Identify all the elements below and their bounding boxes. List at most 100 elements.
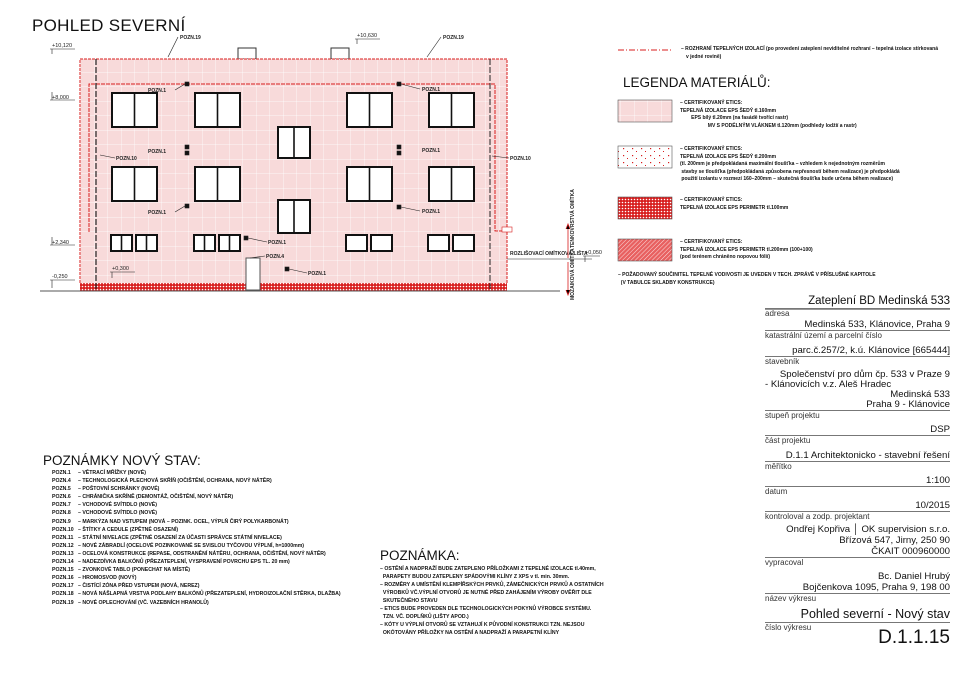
note-item: POZN.10– ŠTÍTKY A CEDULE (ZPĚTNÉ OSAZENÍ…	[52, 526, 341, 534]
legend-item: – CERTIFIKOVANÝ ETICS: TEPELNÁ IZOLACE E…	[680, 197, 789, 211]
field-label: kontroloval a zodp. projektant	[765, 512, 870, 521]
window	[370, 234, 393, 252]
note-item: POZN.19 – NOVÉ OPLECHOVÁNÍ (VČ. VAZEBNÍCH…	[52, 599, 341, 607]
insulation-boundary	[88, 83, 502, 232]
remark-line: TZN. VČ. DOPLŇKŮ (LIŠTY APOD.)	[380, 614, 469, 620]
stage: DSP	[765, 421, 950, 436]
note-item: POZN.8– VCHODOVÉ SVÍTIDLO (NOVÉ)	[52, 509, 341, 517]
page-title: POHLED SEVERNÍ	[32, 16, 186, 35]
window	[345, 234, 368, 252]
label-pozn1: POZN.1	[148, 149, 166, 155]
label-thin-plaster: TENKOVRSTVÁ OMÍTKA	[568, 189, 576, 248]
note-key: POZN.14	[52, 559, 74, 566]
remark-title: POZNÁMKA:	[380, 548, 460, 563]
date: 10/2015	[765, 497, 950, 512]
label-pozn1: POZN.1	[148, 88, 166, 94]
field-label: katastrální území a parcelní číslo	[765, 331, 882, 340]
note-text: – POŠTOVNÍ SCHRÁNKY (NOVÉ)	[78, 486, 160, 493]
label-pozn1: POZN.1	[148, 210, 166, 216]
note-text: – NOVÁ NÁŠLAPNÁ VRSTVA PODLAHY BALKÓNŮ (…	[78, 591, 341, 598]
note-item: POZN.6– CHRÁNIČKA SKŘÍNĚ (DEMONTÁŽ, OČIŠ…	[52, 493, 341, 501]
note-line: – ROZHRANÍ TEPELNÝCH IZOLACÍ (po provede…	[681, 46, 938, 52]
legend-footnote: – POŽADOVANÝ SOUČINITEL TEPELNÉ VODIVOST…	[618, 272, 876, 286]
investor-line: Praha 9 - Klánovice	[765, 400, 950, 411]
window	[427, 234, 450, 252]
checked-line: ČKAIT 000960000	[765, 546, 950, 558]
cadastre: parc.č.257/2, k.ú. Klánovice [665444]	[765, 341, 950, 357]
note-key: POZN.19	[52, 599, 74, 606]
remark-line: – ROZMĚRY A UMÍSTĚNÍ KLEMPÍŘSKÝCH PRVKŮ,…	[380, 582, 604, 588]
level-mark: +8,000	[52, 95, 69, 101]
remark-line: VÝROBKŮ VČ.VÝPLNÍ OTVORŮ JE NUTNÉ PŘED Z…	[380, 590, 592, 596]
checked-line: Ondřej Kopřiva │ OK supervision s.r.o.	[786, 524, 950, 535]
plinth	[80, 283, 507, 291]
note-key: POZN.10	[52, 526, 74, 533]
remark-list: – OSTĚNÍ A NADPRAŽÍ BUDE ZATEPLENO PŘÍLO…	[380, 565, 604, 637]
level-mark: -0,250	[52, 274, 68, 280]
remark-line: – ETICS BUDE PROVEDEN DLE TECHNOLOGICKÝC…	[380, 606, 592, 612]
label-split-strip: ROZLIŠOVACÍ OMÍTKOVÁ LIŠTA	[510, 249, 588, 257]
note-text: – VĚTRACÍ MŘÍŽKY (NOVÉ)	[78, 470, 146, 476]
note-key: POZN.17	[52, 583, 74, 590]
legend-item: – CERTIFIKOVANÝ ETICS: TEPELNÁ IZOLACE E…	[680, 100, 857, 129]
note-text: – ČISTÍCÍ ZÓNA PŘED VSTUPEM (NOVÁ, NEREZ…	[78, 583, 200, 590]
note-text: – VCHODOVÉ SVÍTIDLO (NOVÉ)	[78, 510, 157, 517]
chimney	[237, 47, 257, 60]
notes-list: POZN.1 – VĚTRACÍ MŘÍŽKY (NOVÉ) POZN.4 – TEC…	[52, 469, 341, 607]
legend-item: – CERTIFIKOVANÝ ETICS: TEPELNÁ IZOLACE E…	[680, 239, 813, 260]
note-text: – TECHNOLOGICKÁ PLECHOVÁ SKŘÍŇ (OČIŠTĚNÍ…	[78, 478, 272, 485]
field-label: vypracoval	[765, 558, 804, 567]
note-key: POZN.7	[52, 502, 71, 509]
level-mark: +10,120	[52, 43, 72, 49]
windows	[110, 92, 475, 252]
label-pozn4: POZN.4	[266, 254, 284, 260]
note-item: POZN.5 – POŠTOVNÍ SCHRÁNKY (NOVÉ)	[52, 485, 341, 493]
field-label: adresa	[765, 309, 790, 318]
scale: 1:100	[765, 472, 950, 487]
note-key: POZN.1	[52, 470, 71, 476]
investor-line: Společenství pro dům čp. 533 v Praze 9	[779, 369, 950, 380]
note-text: – HROMOSVOD (NOVÝ)	[78, 575, 137, 582]
investor-line: - Klánovicích v.z. Aleš Hradec	[765, 379, 892, 390]
legend-item: – CERTIFIKOVANÝ ETICS: TEPELNÁ IZOLACE E…	[680, 146, 900, 182]
level-mark: +0,050	[585, 250, 602, 256]
remark-line: OKÓTOVÁNY PŘÍLOŽKY NA OSTĚNÍ A NADPRAŽÍ …	[380, 630, 560, 636]
note-key: POZN.15	[52, 567, 74, 574]
label-mosaic-plaster: MOZAIKOVÁ OMÍTKA	[568, 248, 576, 300]
note-key: POZN.13	[52, 550, 74, 557]
note-key: POZN.4	[52, 478, 71, 485]
notes-title: POZNÁMKY NOVÝ STAV:	[43, 453, 201, 468]
project-name: Zateplení BD Medinská 533	[765, 294, 950, 309]
label-pozn10: POZN.10	[116, 156, 137, 162]
swatch-eps-perimeter-200	[617, 238, 673, 262]
note-item: POZN.13– OCELOVÁ KONSTRUKCE (REPASE, ODS…	[52, 550, 341, 558]
drawing-number: D.1.1.15	[878, 627, 950, 648]
note-item: POZN.17 – ČISTÍCÍ ZÓNA PŘED VSTUPEM (NOVÁ…	[52, 582, 341, 590]
checked-by: Ondřej Kopřiva │ OK supervision s.r.o. B…	[765, 522, 950, 546]
note-item: POZN.9– MARKÝZA NAD VSTUPEM (NOVÁ – POZI…	[52, 518, 341, 526]
note-item: POZN.14– NADEZDÍVKA BALKÓNŮ (PŘEZATEPLEN…	[52, 558, 341, 566]
label-pozn1: POZN.1	[422, 87, 440, 93]
label-pozn1: POZN.1	[422, 148, 440, 154]
note-text: – CHRÁNIČKA SKŘÍNĚ (DEMONTÁŽ, OČIŠTĚNÍ, …	[78, 494, 234, 501]
note-text: – MARKÝZA NAD VSTUPEM (NOVÁ – POZINK. OC…	[78, 518, 289, 525]
note-item: POZN.12– NOVÉ ZÁBRADLÍ (OCELOVÉ POZINKOV…	[52, 542, 341, 550]
remark-line: – KÓTY U VÝPLNÍ OTVORŮ SE VZTAHUJÍ K PŮV…	[380, 622, 585, 628]
note-key: POZN.5	[52, 486, 71, 493]
label-pozn1: POZN.1	[268, 240, 286, 246]
author: Bc. Daniel Hrubý	[878, 571, 950, 582]
remark-line: – OSTĚNÍ A NADPRAŽÍ BUDE ZATEPLENO PŘÍLO…	[380, 566, 596, 572]
address: Medinská 533, Klánovice, Praha 9	[765, 319, 950, 331]
note-text: – NOVÉ ZÁBRADLÍ (OCELOVÉ POZINKOVANÉ SE …	[78, 542, 305, 549]
field-label: stavebník	[765, 357, 800, 366]
note-text: – NOVÉ OPLECHOVÁNÍ (VČ. VAZEBNÍCH HRANOL…	[78, 599, 209, 606]
remark-line: SKUTEČNÉHO STAVU	[380, 598, 438, 604]
swatch-eps-grey-160	[617, 99, 673, 123]
label-pozn19: POZN.19	[180, 35, 201, 41]
label-pozn10: POZN.10	[510, 156, 531, 162]
note-key: POZN.18	[52, 591, 74, 598]
field-label: název výkresu	[765, 594, 817, 603]
note-key: POZN.16	[52, 575, 74, 582]
note-item: POZN.7– VCHODOVÉ SVÍTIDLO (NOVÉ)	[52, 501, 341, 509]
field-label: měřítko	[765, 462, 792, 471]
